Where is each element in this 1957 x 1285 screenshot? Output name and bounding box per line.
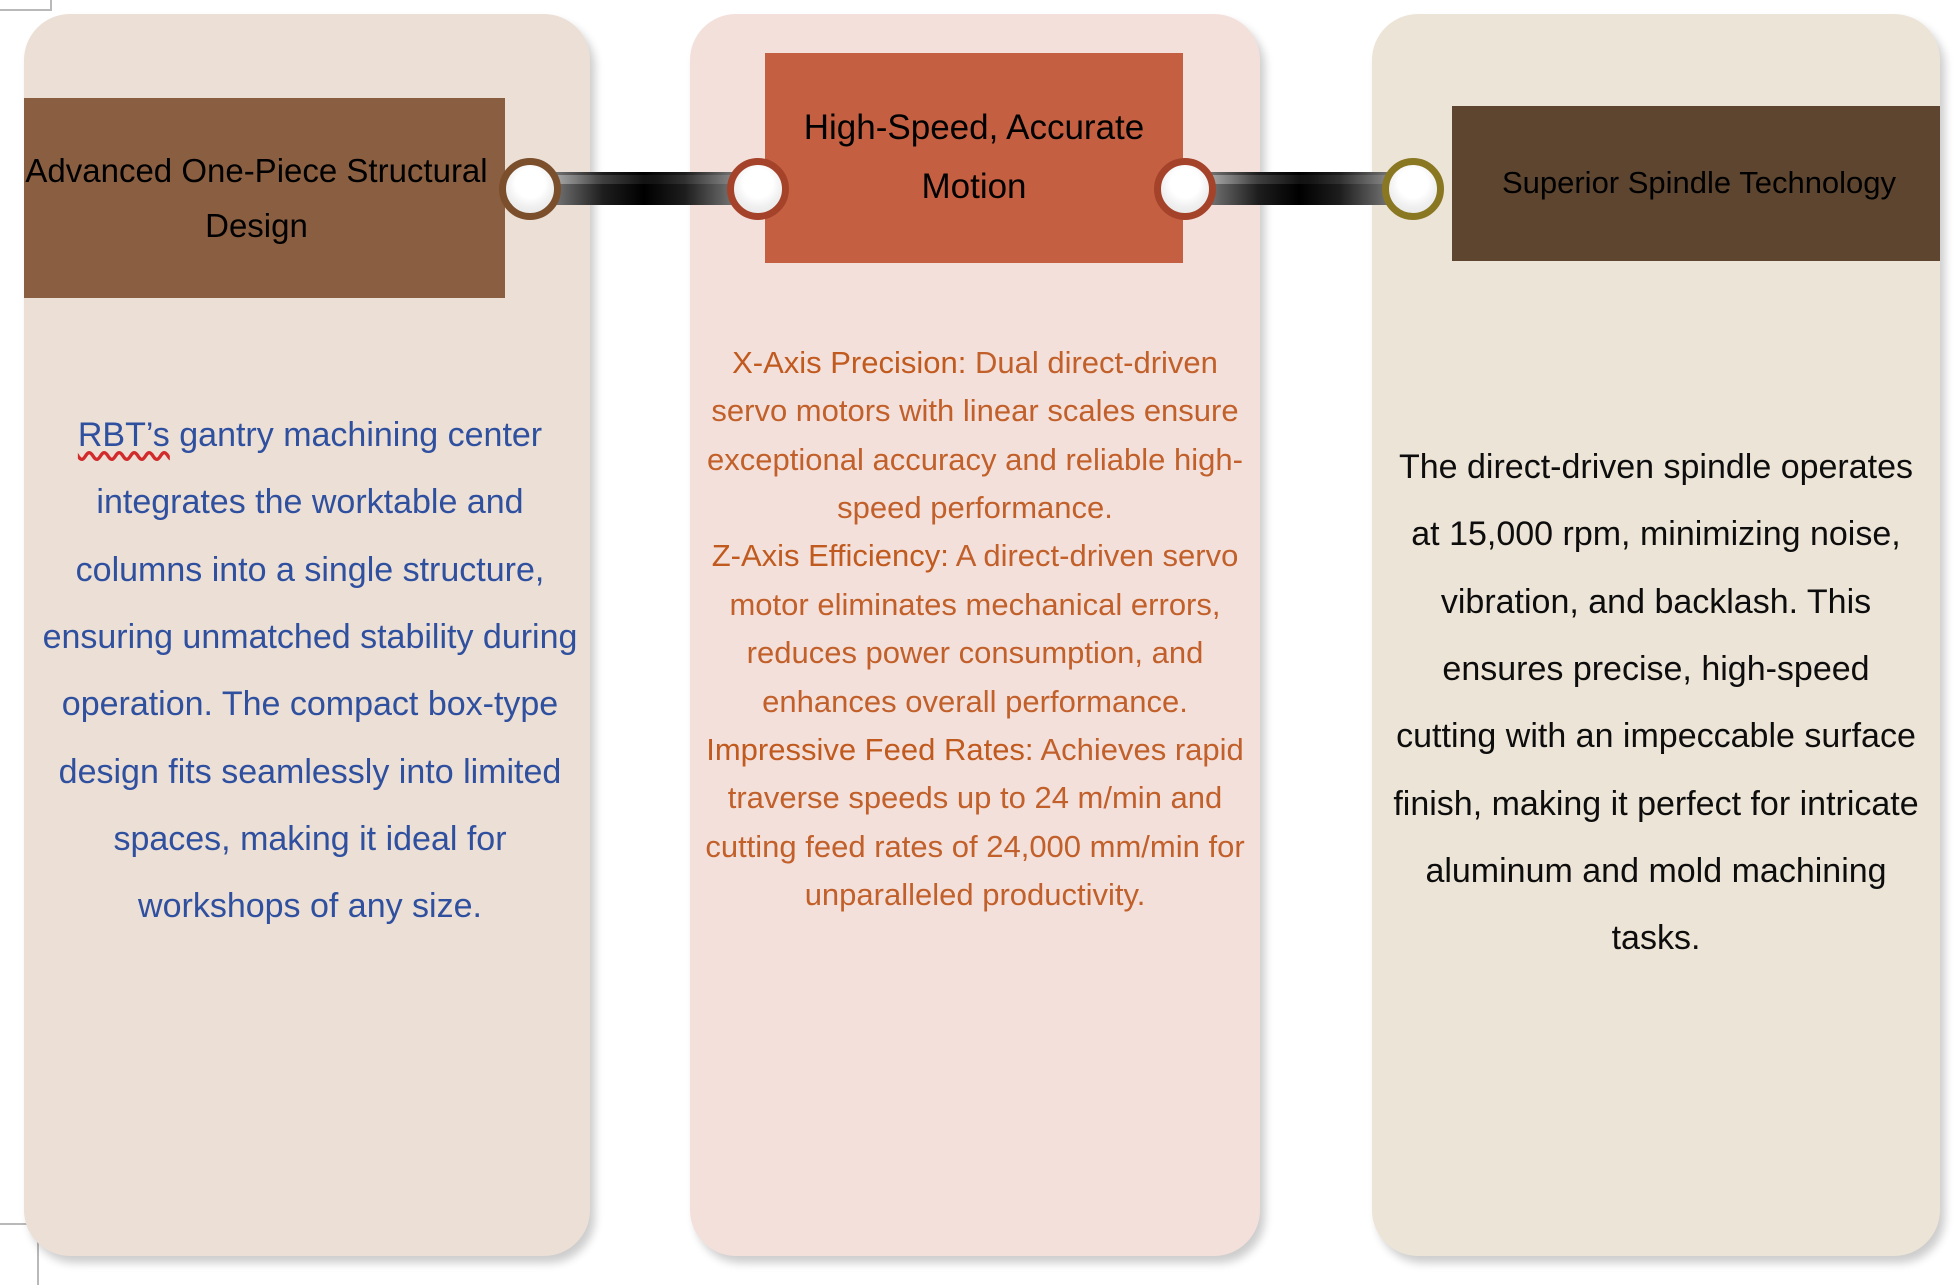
card-1-spell-error-word: RBT’s: [77, 416, 170, 454]
card-superior-spindle-technology[interactable]: Superior Spindle Technology The direct-d…: [1372, 14, 1940, 1256]
connector-card2-card3: [1154, 144, 1444, 234]
card-advanced-structural-design[interactable]: Advanced One-Piece Structural Design RBT…: [24, 14, 590, 1256]
connector-ring-right-icon: [1382, 158, 1444, 220]
card-2-lead-z-axis: Z-Axis Efficiency:: [711, 538, 949, 574]
card-2-body-text: X-Axis Precision: Dual direct-driven ser…: [702, 339, 1248, 919]
card-2-paragraph-x-axis: X-Axis Precision: Dual direct-driven ser…: [702, 339, 1248, 532]
connector-ring-left-icon: [499, 158, 561, 220]
card-2-text-z-axis: A direct-driven servo motor eliminates m…: [729, 538, 1239, 719]
card-1-header-title: Advanced One-Piece Structural Design: [24, 98, 505, 298]
slide-frame-mark-top: [0, 9, 52, 11]
card-high-speed-accurate-motion[interactable]: High-Speed, Accurate Motion X-Axis Preci…: [690, 14, 1260, 1256]
card-2-text-feed-rates: Achieves rapid traverse speeds up to 24 …: [705, 731, 1245, 912]
card-1-body-text: RBT’s gantry machining center integrates…: [42, 402, 578, 941]
card-2-lead-feed-rates: Impressive Feed Rates:: [706, 731, 1034, 767]
card-2-paragraph-z-axis: Z-Axis Efficiency: A direct-driven servo…: [702, 532, 1248, 725]
card-2-paragraph-feed-rates: Impressive Feed Rates: Achieves rapid tr…: [702, 726, 1248, 919]
slide-frame-mark-bottom-vertical: [37, 1223, 39, 1285]
card-2-header-title: High-Speed, Accurate Motion: [765, 53, 1183, 263]
card-3-header-title: Superior Spindle Technology: [1452, 106, 1940, 261]
slide-frame-mark-top-vertical: [50, 0, 52, 11]
connector-ring-left-icon: [1154, 158, 1216, 220]
connector-ring-right-icon: [727, 158, 789, 220]
card-2-text-x-axis: Dual direct-driven servo motors with lin…: [707, 345, 1243, 526]
slide-frame-mark-bottom: [0, 1223, 38, 1225]
card-3-body-text: The direct-driven spindle operates at 15…: [1393, 448, 1919, 958]
card-2-lead-x-axis: X-Axis Precision:: [732, 345, 967, 380]
connector-card1-card2: [499, 144, 789, 234]
card-1-body-remainder: gantry machining center integrates the w…: [42, 416, 578, 926]
